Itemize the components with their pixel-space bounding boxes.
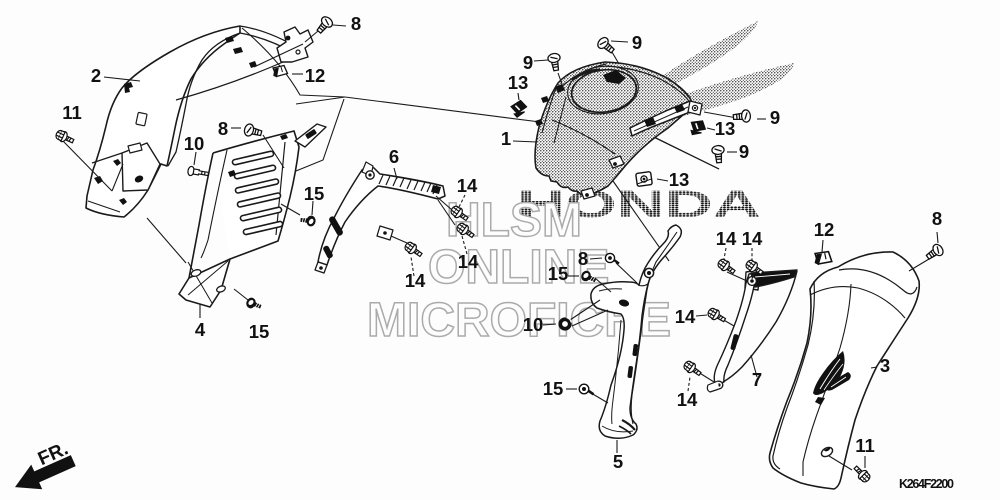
- svg-text:11: 11: [855, 435, 875, 456]
- svg-text:13: 13: [669, 169, 690, 190]
- svg-text:4: 4: [195, 319, 206, 340]
- svg-text:14: 14: [458, 251, 479, 272]
- svg-text:13: 13: [508, 72, 529, 93]
- svg-text:14: 14: [675, 306, 696, 327]
- svg-text:6: 6: [389, 146, 399, 167]
- svg-text:12: 12: [814, 219, 835, 240]
- svg-text:8: 8: [218, 118, 228, 139]
- svg-text:5: 5: [613, 451, 623, 472]
- svg-text:2: 2: [91, 65, 101, 86]
- svg-text:7: 7: [752, 369, 762, 390]
- svg-text:10: 10: [184, 133, 205, 154]
- svg-text:8: 8: [932, 208, 942, 229]
- svg-text:1: 1: [501, 128, 511, 149]
- svg-text:12: 12: [305, 65, 326, 86]
- svg-text:K264F2200: K264F2200: [899, 477, 954, 491]
- svg-text:15: 15: [543, 378, 564, 399]
- svg-text:9: 9: [523, 52, 533, 73]
- svg-text:ONLINE: ONLINE: [428, 241, 609, 294]
- svg-text:14: 14: [457, 175, 478, 196]
- svg-text:HLSM: HLSM: [446, 194, 582, 247]
- svg-text:8: 8: [578, 248, 588, 269]
- svg-text:9: 9: [770, 107, 780, 128]
- svg-text:9: 9: [632, 32, 642, 53]
- svg-text:3: 3: [880, 355, 890, 376]
- svg-text:15: 15: [548, 263, 569, 284]
- svg-text:14: 14: [716, 228, 737, 249]
- svg-text:11: 11: [62, 102, 82, 123]
- svg-text:10: 10: [523, 314, 544, 335]
- svg-text:14: 14: [405, 270, 426, 291]
- svg-text:14: 14: [742, 228, 763, 249]
- svg-text:15: 15: [304, 183, 325, 204]
- svg-text:9: 9: [739, 141, 749, 162]
- svg-text:13: 13: [715, 118, 736, 139]
- svg-text:8: 8: [351, 13, 361, 34]
- svg-text:15: 15: [249, 321, 270, 342]
- svg-text:14: 14: [677, 389, 698, 410]
